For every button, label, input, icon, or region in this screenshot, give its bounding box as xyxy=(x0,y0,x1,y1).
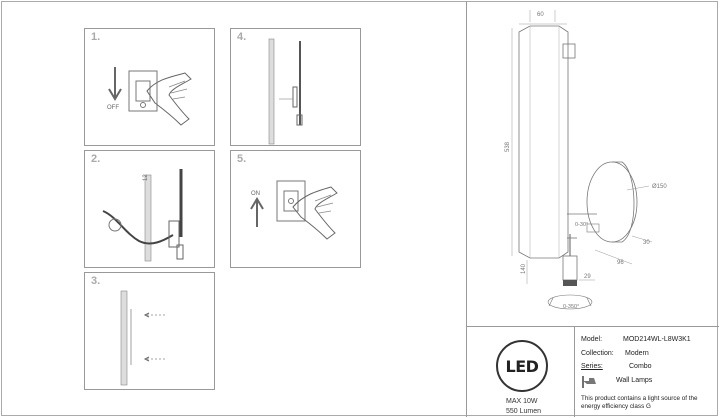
step-1-panel: 1. OFF xyxy=(84,28,215,146)
led-logo: LED xyxy=(496,340,548,392)
dim-small: 29 xyxy=(584,274,591,280)
dim-side: 30 xyxy=(643,240,650,246)
dim-rotation: 0-350° xyxy=(563,304,579,310)
step-5-number: 5. xyxy=(237,153,247,165)
wall-lamp-icon xyxy=(582,376,596,388)
step-4-number: 4. xyxy=(237,31,247,43)
dim-height: 538 xyxy=(505,141,511,152)
step-1-illustration: OFF xyxy=(107,67,192,126)
step-1-number: 1. xyxy=(91,31,101,43)
dim-depth: 96 xyxy=(617,260,624,266)
step-4-illustration xyxy=(268,38,303,145)
step-3-number: 3. xyxy=(91,275,101,287)
collection-label: Collection: xyxy=(581,350,614,357)
vertical-divider xyxy=(466,1,467,417)
step-3-panel: 3. xyxy=(84,272,215,390)
horizontal-divider xyxy=(466,326,719,327)
step-2-number: 2. xyxy=(91,153,101,165)
step-2-illustration: 12 xyxy=(102,169,184,262)
step-3-illustration xyxy=(120,290,167,386)
step-5-illustration: ON xyxy=(250,180,338,240)
info-divider xyxy=(574,326,575,417)
svg-text:12: 12 xyxy=(143,174,149,181)
on-label: ON xyxy=(251,191,260,197)
power-spec: MAX 10W xyxy=(506,398,538,405)
dim-low: 140 xyxy=(521,263,527,274)
model-label: Model: xyxy=(581,336,603,343)
collection-value: Modern xyxy=(625,350,649,357)
off-label: OFF xyxy=(107,105,119,111)
model-value: MOD214WL-L8W3K1 xyxy=(623,336,691,343)
dim-tilt: 0-30° xyxy=(575,222,588,228)
series-value: Combo xyxy=(629,363,652,370)
step-2-panel: 2. 12 xyxy=(84,150,215,268)
technical-drawing: 60 538 Ø150 140 29 96 30 0-30° 0-350° xyxy=(505,10,667,310)
series-label: Series: xyxy=(581,363,603,370)
dim-diameter: Ø150 xyxy=(652,184,667,190)
dim-top: 60 xyxy=(537,12,544,18)
energy-note: This product contains a light source of … xyxy=(581,395,698,410)
type-value: Wall Lamps xyxy=(616,377,653,384)
led-logo-text: LED xyxy=(505,356,539,376)
lumen-spec: 550 Lumen xyxy=(506,408,542,415)
step-5-panel: 5. ON xyxy=(230,150,361,268)
step-4-panel: 4. xyxy=(230,28,361,146)
